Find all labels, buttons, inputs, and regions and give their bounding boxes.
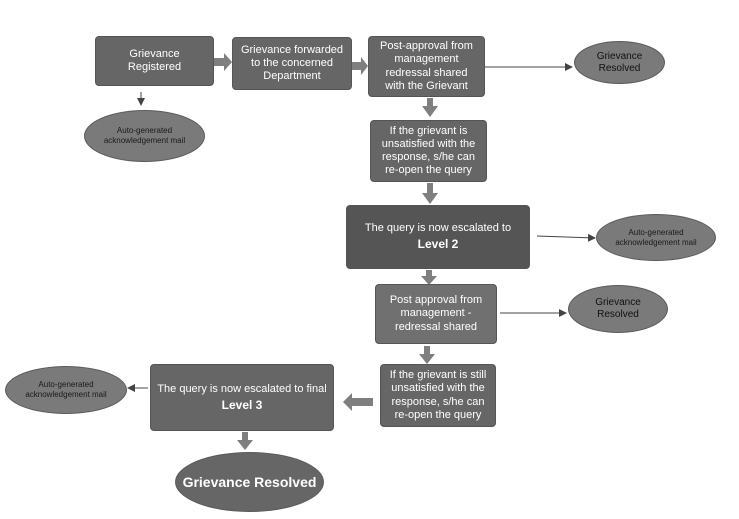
grievance-resolved-label-2: Grievance Resolved bbox=[595, 297, 641, 320]
block-arrow-down-3 bbox=[421, 270, 437, 285]
post-approval-box-2: Post approval from management - redressa… bbox=[375, 284, 497, 344]
grievance-resolved-final-label: Grievance Resolved bbox=[182, 473, 317, 490]
block-arrow-down-2 bbox=[422, 183, 438, 204]
grievance-forwarded-label: Grievance forwarded to the concerned Dep… bbox=[240, 43, 344, 83]
grievance-resolved-ellipse-1: Grievance Resolved bbox=[574, 41, 665, 84]
post-approval-label-1: Post-approval from management redressal … bbox=[380, 40, 473, 92]
block-arrow-down-1 bbox=[422, 98, 438, 117]
grievance-forwarded-box: Grievance forwarded to the concerned Dep… bbox=[232, 37, 352, 90]
line-to-ack-mail-2 bbox=[536, 233, 596, 242]
reopen-label-2: If the grievant is still unsatisfied wit… bbox=[389, 369, 487, 421]
ack-mail-ellipse-3: Auto-generated acknowledgement mail bbox=[5, 366, 127, 414]
escalated-level3-text: The query is now escalated to final bbox=[157, 382, 327, 395]
reopen-box-2: If the grievant is still unsatisfied wit… bbox=[380, 364, 496, 427]
block-arrow-right-1 bbox=[214, 53, 232, 71]
ack-mail-label-1: Auto-generated acknowledgement mail bbox=[103, 126, 186, 145]
ack-mail-ellipse-2: Auto-generated acknowledgement mail bbox=[596, 214, 716, 261]
grievance-resolved-label-1: Grievance Resolved bbox=[596, 50, 643, 74]
post-approval-box-1: Post-approval from management redressal … bbox=[368, 36, 485, 97]
ack-mail-label-2: Auto-generated acknowledgement mail bbox=[615, 227, 697, 247]
escalated-level3-level: Level 3 bbox=[221, 397, 263, 412]
escalated-level3-box: The query is now escalated to final Leve… bbox=[150, 364, 334, 431]
escalated-level2-text: The query is now escalated to bbox=[364, 222, 512, 235]
ack-mail-ellipse-1: Auto-generated acknowledgement mail bbox=[84, 110, 205, 162]
reopen-label-1: If the grievant is unsatisfied with the … bbox=[381, 124, 476, 177]
reopen-box-1: If the grievant is unsatisfied with the … bbox=[370, 120, 487, 182]
ack-mail-label-3: Auto-generated acknowledgement mail bbox=[25, 380, 107, 399]
block-arrow-down-5 bbox=[237, 432, 253, 450]
grievance-resolved-final-ellipse: Grievance Resolved bbox=[175, 452, 324, 512]
block-arrow-right-2 bbox=[352, 57, 368, 75]
grievance-registered-label: Grievance Registered bbox=[127, 47, 182, 73]
block-arrow-left-1 bbox=[343, 393, 373, 411]
escalated-level2-level: Level 2 bbox=[417, 237, 459, 252]
grievance-registered-box: Grievance Registered bbox=[95, 36, 214, 86]
block-arrow-down-4 bbox=[419, 346, 435, 364]
post-approval-label-2: Post approval from management - redressa… bbox=[389, 294, 483, 333]
escalated-level2-box: The query is now escalated to Level 2 bbox=[346, 205, 530, 269]
grievance-resolved-ellipse-2: Grievance Resolved bbox=[568, 285, 668, 333]
